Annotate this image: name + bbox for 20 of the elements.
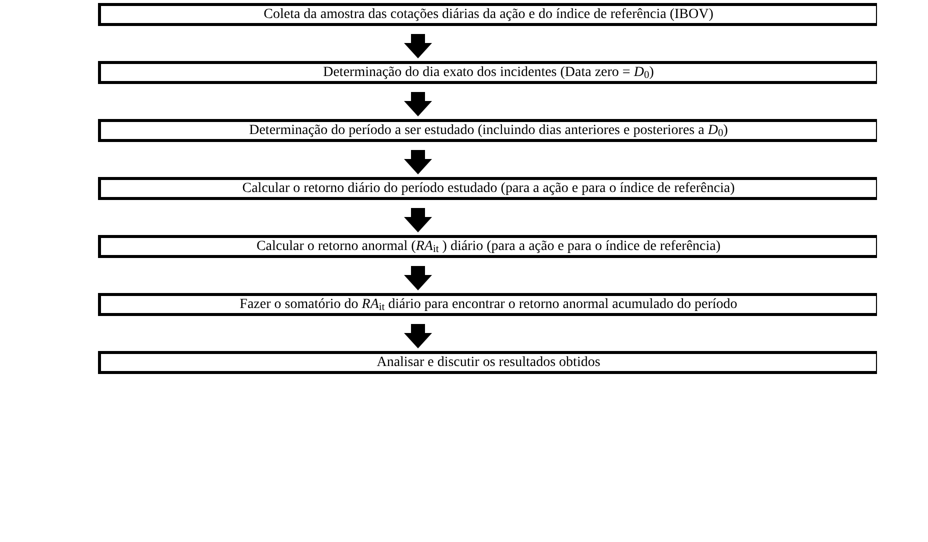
block-arrow: [404, 266, 432, 290]
step-text: Analisar e discutir os resultados obtidos: [376, 356, 600, 370]
process-box: [98, 3, 877, 26]
step-text: Determinação do período a ser estudado (incluindo dias anteriores e posteriores a D$_{0}$): [249, 124, 728, 138]
step-text: Calcular o retorno diário do período estudado (para a ação e para o índice de referência): [242, 182, 735, 196]
process-box: [98, 177, 877, 200]
block-arrow: [404, 150, 432, 174]
step-text: Coleta da amostra das cotações diárias da ação e do índice de referência (IBOV): [264, 8, 714, 22]
block-arrow: [404, 208, 432, 232]
process-box: [98, 61, 877, 84]
process-box: [98, 235, 877, 258]
block-arrow: [404, 324, 432, 348]
process-box: [98, 119, 877, 142]
step-text: Determinação do dia exato dos incidentes (Data zero = D$_{0}$): [323, 66, 654, 80]
step-text: Calcular o retorno anormal (RA$_{it}$ ) diário (para a ação e para o índice de referência): [256, 240, 721, 254]
block-arrow: [404, 34, 432, 58]
process-box: [98, 351, 877, 374]
block-arrow: [404, 92, 432, 116]
process-box: [98, 293, 877, 316]
step-text: Fazer o somatório do RA$_{it}$ diário para encontrar o retorno anormal acumulado do período: [240, 298, 738, 312]
